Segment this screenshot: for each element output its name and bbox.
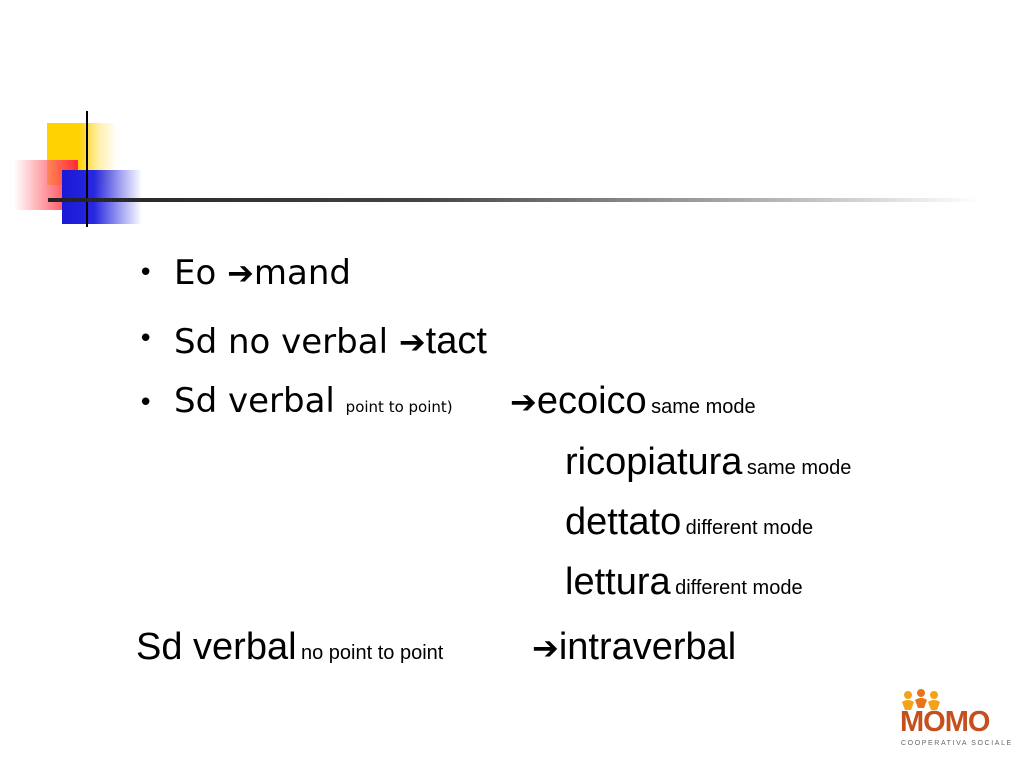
logo-wordmark: MOMO <box>900 706 990 738</box>
mode-label: same mode <box>651 396 756 418</box>
bullet-text: Sd verbal point to point) <box>174 384 453 418</box>
target-label: ecoico <box>536 380 647 422</box>
mode-label: same mode <box>746 457 852 479</box>
target-label: mand <box>253 253 352 293</box>
target-label: dettato <box>565 501 682 543</box>
mode-label: different mode <box>685 517 814 539</box>
intraverbal-line: Sd verbal no point to point <box>136 628 443 666</box>
arrow-right-icon: ➔ <box>227 254 254 292</box>
logo-tagline: COOPERATIVA SOCIALE <box>901 740 1013 747</box>
subline-2: dettato different mode <box>565 503 813 541</box>
source-label: Eo <box>174 253 217 293</box>
bullet-dot: • <box>138 324 154 354</box>
source-label: Sd no verbal <box>174 322 389 362</box>
source-note: no point to point <box>301 642 444 664</box>
title-divider-line <box>48 198 978 202</box>
bullet-text: Eo ➔mand <box>174 256 351 290</box>
arrow-right-icon: ➔ <box>532 629 559 667</box>
target-label: lettura <box>565 561 671 603</box>
source-label: Sd verbal <box>136 626 297 668</box>
target-label: ricopiatura <box>565 441 743 483</box>
source-label: Sd verbal <box>174 381 335 421</box>
bullet-dot: • <box>138 388 154 418</box>
target-label: intraverbal <box>558 626 737 668</box>
decor-blue-square <box>62 170 142 224</box>
bullet-text: Sd no verbal ➔tact <box>174 322 487 360</box>
arrow-right-icon: ➔ <box>510 383 537 421</box>
target-label: tact <box>425 320 487 362</box>
intraverbal-target: ➔intraverbal <box>532 628 736 666</box>
subline-3: lettura different mode <box>565 563 803 601</box>
subline-1: ricopiatura same mode <box>565 443 851 481</box>
momo-logo-icon <box>902 689 940 710</box>
bullet-dot: • <box>138 258 154 288</box>
decor-vertical-line <box>86 111 88 227</box>
mode-label: different mode <box>675 577 803 599</box>
source-note: point to point) <box>345 398 453 416</box>
target-group: ➔ecoico same mode <box>510 382 756 420</box>
arrow-right-icon: ➔ <box>398 323 426 361</box>
